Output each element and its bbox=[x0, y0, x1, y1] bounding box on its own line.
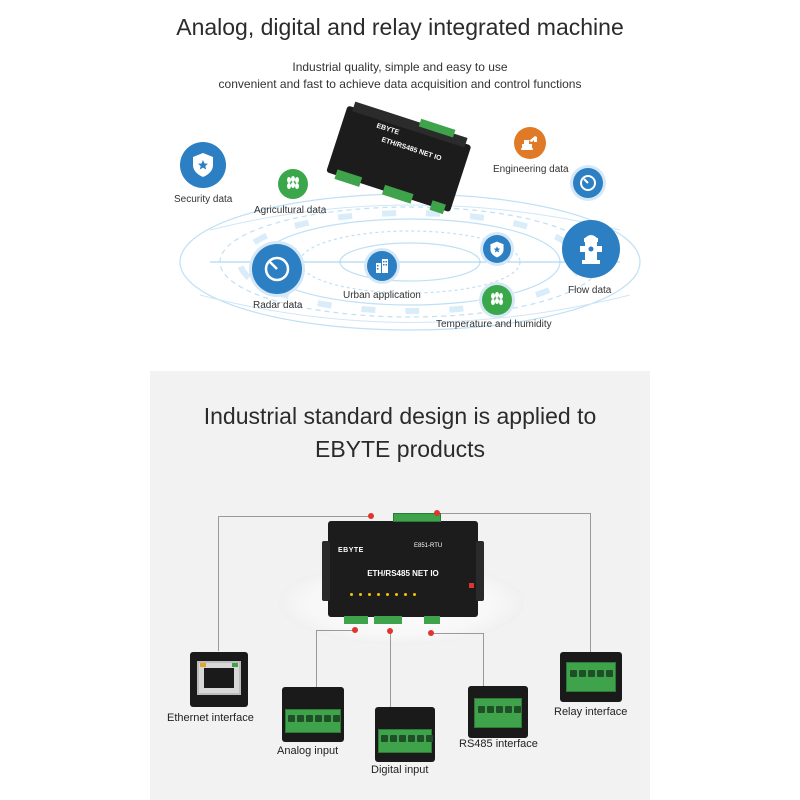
label-ethernet: Ethernet interface bbox=[167, 712, 254, 724]
wire-relay-v bbox=[590, 513, 591, 653]
device-name: ETH/RS485 NET IO bbox=[367, 569, 439, 578]
shield-star-icon bbox=[180, 142, 226, 188]
top-section: Analog, digital and relay integrated mac… bbox=[0, 0, 800, 360]
top-device-illustration bbox=[326, 101, 471, 215]
fire-hydrant-icon bbox=[562, 220, 620, 278]
label-analog: Analog input bbox=[277, 745, 339, 757]
data-ripple-background bbox=[179, 101, 641, 331]
ethernet-connector bbox=[190, 652, 248, 707]
label-flow: Flow data bbox=[568, 285, 612, 296]
radar-gauge-icon bbox=[252, 244, 302, 294]
shield-star-small-icon bbox=[483, 235, 511, 263]
terminal-top bbox=[393, 513, 441, 522]
wheat-icon bbox=[278, 169, 308, 199]
led-indicators bbox=[350, 593, 416, 596]
label-radar: Radar data bbox=[253, 300, 303, 311]
label-urban: Urban application bbox=[343, 290, 421, 301]
top-title: Analog, digital and relay integrated mac… bbox=[176, 14, 624, 40]
label-engineering: Engineering data bbox=[493, 164, 569, 175]
marker-analog bbox=[352, 627, 358, 633]
terminal-bottom-middle bbox=[374, 616, 402, 624]
wire-rs485-h bbox=[431, 633, 483, 634]
terminal-bottom-right bbox=[424, 616, 440, 624]
bottom-title-line1: Industrial standard design is applied to bbox=[203, 403, 597, 429]
wire-ethernet-h bbox=[218, 516, 371, 517]
top-subtitle-line1: Industrial quality, simple and easy to u… bbox=[292, 60, 508, 74]
wire-ethernet-v bbox=[218, 516, 219, 651]
ebyte-device: EBYTE E851-RTU ETH/RS485 NET IO bbox=[322, 513, 484, 624]
top-subtitle-line2: convenient and fast to achieve data acqu… bbox=[218, 77, 582, 91]
device-brand: EBYTE bbox=[338, 547, 364, 554]
marker-ethernet bbox=[368, 513, 374, 519]
bottom-title-line2: EBYTE products bbox=[314, 436, 486, 462]
wire-analog-h bbox=[316, 630, 355, 631]
terminal-bottom-left bbox=[344, 616, 368, 624]
marker-rs485 bbox=[428, 630, 434, 636]
label-digital: Digital input bbox=[371, 764, 429, 776]
device-red-mark bbox=[469, 583, 474, 588]
label-rs485: RS485 interface bbox=[459, 738, 538, 750]
label-relay: Relay interface bbox=[554, 706, 628, 718]
wheat-temperature-icon bbox=[482, 285, 512, 315]
bottom-panel: Industrial standard design is applied to… bbox=[150, 371, 650, 800]
label-agricultural: Agricultural data bbox=[254, 205, 327, 216]
wire-analog-v bbox=[316, 630, 317, 688]
digital-connector bbox=[375, 707, 435, 762]
analog-connector bbox=[282, 687, 344, 742]
gauge-icon bbox=[573, 168, 603, 198]
rs485-connector bbox=[468, 686, 528, 738]
label-temperature: Temperature and humidity bbox=[436, 319, 552, 330]
marker-relay bbox=[434, 510, 440, 516]
rj45-port-icon bbox=[204, 668, 234, 688]
wire-digital-v bbox=[390, 631, 391, 707]
wire-rs485-v bbox=[483, 633, 484, 687]
city-building-icon bbox=[367, 251, 397, 281]
excavator-icon bbox=[514, 127, 546, 159]
relay-connector bbox=[560, 652, 622, 702]
device-model: E851-RTU bbox=[414, 543, 443, 549]
label-security: Security data bbox=[174, 194, 233, 205]
marker-digital bbox=[387, 628, 393, 634]
wire-relay-h bbox=[437, 513, 590, 514]
